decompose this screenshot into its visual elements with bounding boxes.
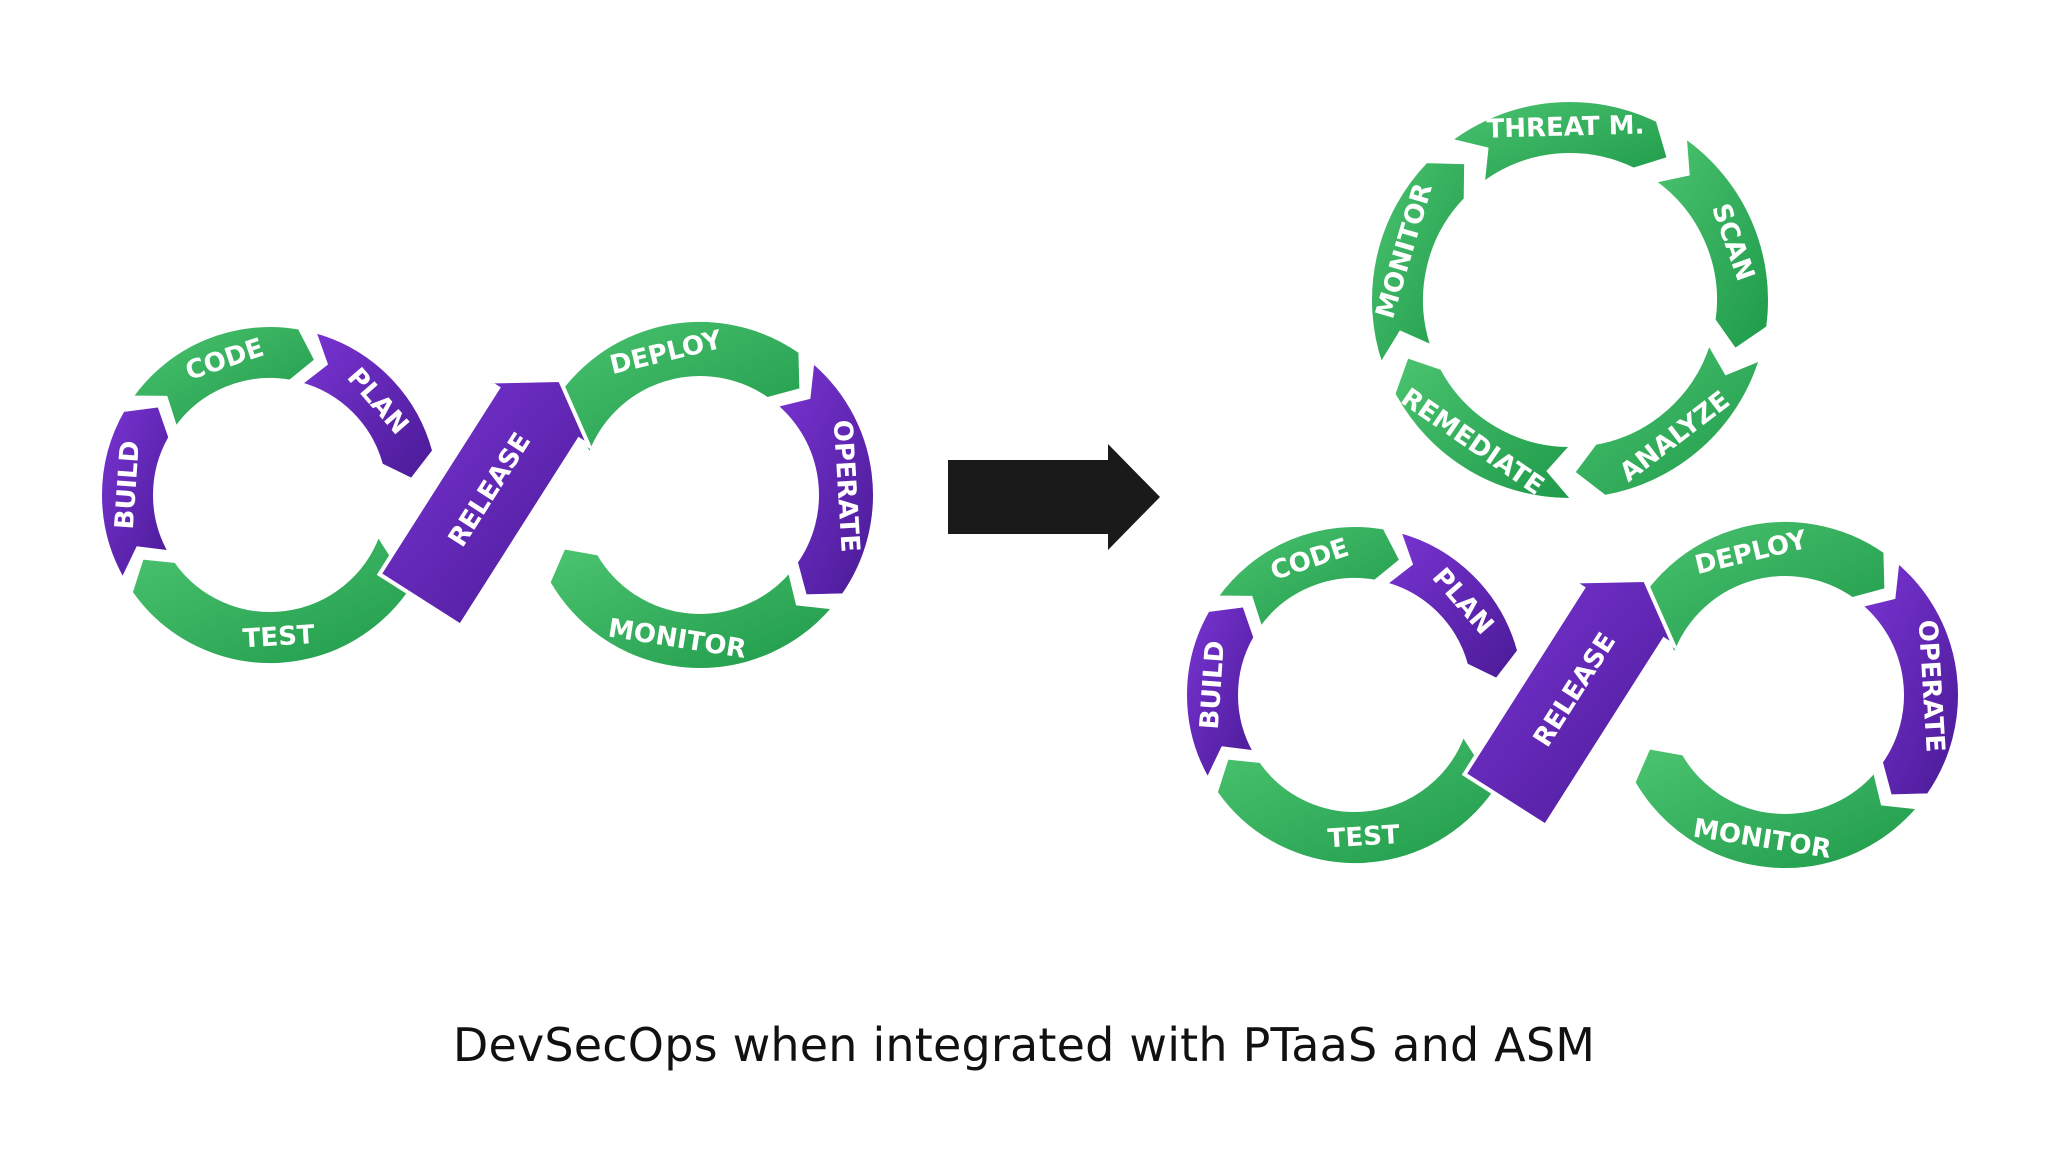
diagram-caption: DevSecOps when integrated with PTaaS and… [452, 1018, 1596, 1072]
sec-remediate-segment [1391, 353, 1578, 502]
right-plan-segment [1380, 527, 1522, 683]
left-operate-segment [770, 357, 877, 599]
left-test-segment [128, 529, 433, 667]
right-arrow-icon [948, 444, 1160, 550]
sec-scan-segment [1648, 132, 1772, 354]
right-test-label: TEST [1327, 820, 1401, 854]
left-code-segment [126, 323, 319, 434]
right-operate-segment [1855, 557, 1962, 799]
left-devops-infinity: BUILDCODEPLANTESTDEPLOYOPERATEMONITORREL… [98, 318, 877, 672]
left-deploy-segment [532, 318, 804, 460]
sec-threat-segment [1445, 98, 1672, 189]
right-monitor-segment [1631, 745, 1924, 872]
right-build-label: BUILD [1195, 640, 1231, 731]
left-build-segment [98, 403, 175, 585]
left-test-label: TEST [242, 620, 316, 654]
left-plan-segment [295, 327, 437, 483]
sec-analyze-segment [1570, 337, 1765, 500]
right-build-segment [1183, 603, 1260, 785]
right-deploy-segment [1617, 517, 1889, 660]
right-devops-infinity: BUILDCODEPLANTESTDEPLOYOPERATEMONITORREL… [1183, 517, 1962, 872]
sec-monitor-segment [1368, 159, 1469, 370]
left-release-segment [376, 377, 594, 629]
right-code-segment [1211, 523, 1404, 634]
left-monitor-segment [546, 545, 838, 672]
right-release-segment [1461, 577, 1679, 829]
sec-threat-label: THREAT M. [1486, 110, 1645, 144]
right-test-segment [1213, 729, 1518, 867]
left-build-label: BUILD [110, 440, 146, 531]
